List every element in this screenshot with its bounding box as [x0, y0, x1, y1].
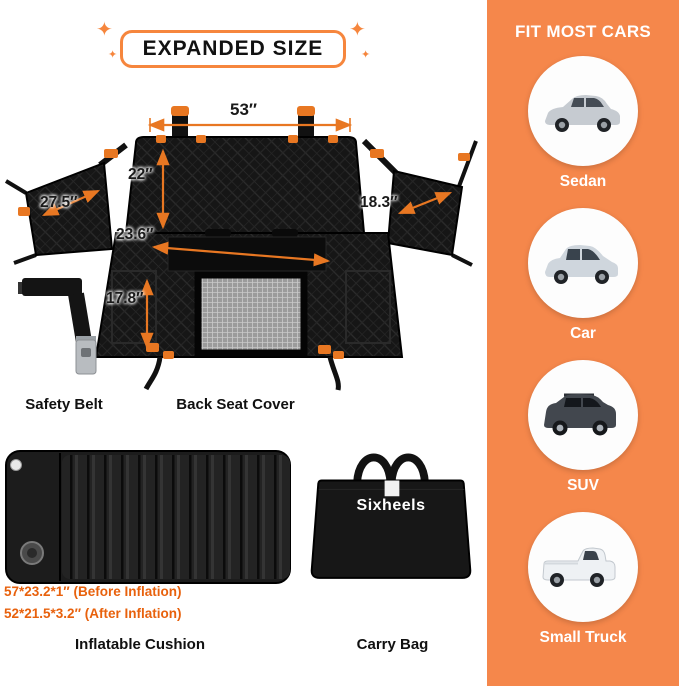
vehicle-label-small-truck: Small Truck — [539, 629, 627, 646]
sparkle-icon: ✦ — [108, 49, 118, 61]
inflatable-cushion-label: Inflatable Cushion — [74, 636, 205, 653]
vehicle-item-small-truck: Small Truck — [528, 512, 638, 647]
carry-bag-label: Carry Bag — [356, 636, 429, 653]
backrest-panel — [124, 135, 366, 234]
sparkle-icon: ✦ — [361, 49, 371, 61]
sparkle-icon: ✦ — [349, 19, 366, 41]
sedan-photo — [528, 56, 638, 166]
bag-tag — [384, 480, 400, 497]
vehicle-label-car: Car — [570, 325, 596, 342]
vehicle-item-car: Car — [528, 208, 638, 343]
sparkle-icon: ✦ — [96, 19, 113, 41]
dimension-arrows — [41, 118, 453, 350]
mesh-window — [194, 271, 308, 357]
dim-right-flap: 18.3″ — [360, 194, 398, 211]
safety-belt-image — [18, 278, 97, 375]
carry-bag-brand: Sixheels — [356, 497, 426, 514]
seat-panel — [94, 229, 404, 391]
dim-front-height: 17.8″ — [106, 290, 144, 307]
cushion-before-spec: 57*23.2*1″ (Before Inflation) — [4, 584, 182, 599]
dim-left-flap: 27.5″ — [40, 194, 78, 211]
page-title: EXPANDED SIZE — [142, 37, 324, 60]
carry-bag-image — [310, 453, 472, 579]
car-icon — [545, 245, 618, 284]
inflatable-cushion-image — [5, 450, 291, 584]
vehicle-item-sedan: Sedan — [528, 56, 638, 191]
left-side-flap — [4, 142, 128, 265]
dim-backrest-height: 22″ — [128, 166, 153, 183]
back-seat-cover-label: Back Seat Cover — [176, 396, 295, 413]
safety-belt-label: Safety Belt — [25, 396, 103, 413]
sidebar-title: FIT MOST CARS — [514, 22, 652, 41]
fit-most-cars-panel: FIT MOST CARS Sedan — [487, 0, 679, 686]
suv-icon — [544, 393, 616, 436]
back-seat-cover-image — [4, 106, 478, 391]
air-plug-icon — [10, 459, 22, 471]
suv-photo — [528, 360, 638, 470]
vehicle-label-suv: SUV — [567, 477, 599, 494]
pickup-truck-icon — [542, 547, 616, 587]
small-truck-photo — [528, 512, 638, 622]
dim-top-width: 53″ — [230, 100, 258, 119]
vehicle-label-sedan: Sedan — [559, 173, 607, 190]
dim-seat-depth: 23.6″ — [116, 226, 154, 243]
expanded-size-banner: EXPANDED SIZE — [120, 30, 346, 68]
car-photo — [528, 208, 638, 318]
vehicle-item-suv: SUV — [528, 360, 638, 495]
cushion-after-spec: 52*21.5*3.2″ (After Inflation) — [4, 606, 182, 621]
sedan-icon — [545, 95, 620, 132]
